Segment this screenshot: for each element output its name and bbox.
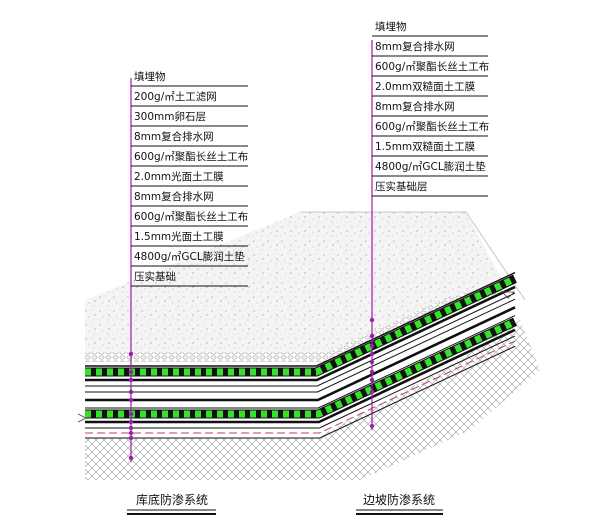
leader-dot — [369, 351, 375, 357]
geomembrane-layer — [85, 292, 516, 387]
leader-dot — [128, 411, 134, 417]
liner-layers — [85, 271, 517, 439]
leader-dot — [128, 430, 134, 436]
leader-dot — [369, 369, 375, 375]
leader-dot — [128, 425, 134, 431]
slope-liner-label-4: 8mm复合排水网 — [375, 101, 455, 113]
bottom-liner-label-8: 1.5mm光面土工膜 — [134, 231, 224, 243]
break-marker-left — [77, 413, 87, 423]
slope-liner-label-8: 压实基础层 — [375, 181, 428, 193]
slope-surface-line — [300, 211, 526, 301]
leader-dot — [128, 377, 134, 383]
drainage-net-mark — [85, 318, 517, 418]
left-label-underlines — [131, 85, 248, 287]
bottom-liner-label-5: 2.0mm光面土工膜 — [134, 171, 224, 183]
slope-liner-label-5: 600g/㎡聚酯长丝土工布 — [375, 121, 490, 133]
leader-dot — [128, 397, 134, 403]
break-marker-right — [501, 291, 515, 299]
leader-dot — [128, 419, 134, 425]
leader-dot — [369, 333, 375, 339]
geomembrane-layer — [85, 328, 516, 424]
leader-dot — [128, 389, 134, 395]
gcl-layer — [85, 340, 516, 434]
leader-dots — [128, 317, 375, 461]
bottom-liner-label-1: 200g/㎡土工滤网 — [134, 91, 217, 103]
bottom-liner-label-4: 600g/㎡聚酯长丝土工布 — [134, 151, 249, 163]
right-label-underlines — [372, 35, 488, 197]
geomembrane-layer — [85, 285, 516, 382]
leader-dot — [369, 389, 375, 395]
leader-dot — [369, 377, 375, 383]
geomembrane-layer — [85, 315, 516, 409]
compacted-foundation — [85, 320, 540, 480]
slope-liner-label-1: 8mm复合排水网 — [375, 41, 455, 53]
leader-dot — [369, 317, 375, 323]
bottom-liner-label-2: 300mm卵石层 — [134, 111, 206, 123]
slope-liner-label-7: 4800g/㎡GCL膨润土垫 — [375, 161, 486, 173]
geomembrane-layer — [85, 298, 516, 393]
leader-dot — [128, 435, 134, 441]
slope-liner-label-3: 2.0mm双糙面土工膜 — [375, 81, 476, 93]
geomembrane-layer — [85, 306, 516, 402]
bottom-liner-label-3: 8mm复合排水网 — [134, 131, 214, 143]
bottom-liner-label-7: 600g/㎡聚酯长丝土工布 — [134, 211, 249, 223]
leader-dot — [369, 343, 375, 349]
leader-dot — [128, 351, 134, 357]
leader-dot — [128, 455, 134, 461]
geomembrane-layer — [85, 271, 516, 367]
geomembrane-layer — [85, 335, 516, 429]
slope-liner-label-2: 600g/㎡聚酯长丝土工布 — [375, 61, 490, 73]
bottom-system-caption: 库底防渗系统 — [136, 493, 209, 507]
leader-dot — [369, 423, 375, 429]
geomembrane-layer — [85, 345, 516, 439]
slope-system-caption: 边坡防渗系统 — [363, 493, 436, 507]
leader-dot — [128, 369, 134, 375]
bottom-liner-label-6: 8mm复合排水网 — [134, 191, 214, 203]
drainage-net-mark — [85, 275, 517, 376]
slope-liner-label-6: 1.5mm双糙面土工膜 — [375, 141, 476, 153]
bottom-liner-label-0: 填埋物 — [134, 71, 166, 83]
pebble-layer — [85, 284, 504, 362]
waste-fill-area — [85, 212, 506, 352]
bottom-liner-label-9: 4800g/㎡GCL膨润土垫 — [134, 251, 245, 263]
bottom-liner-label-10: 压实基础 — [134, 271, 176, 283]
leader-dot — [369, 359, 375, 365]
slope-liner-label-0: 填埋物 — [375, 21, 407, 33]
